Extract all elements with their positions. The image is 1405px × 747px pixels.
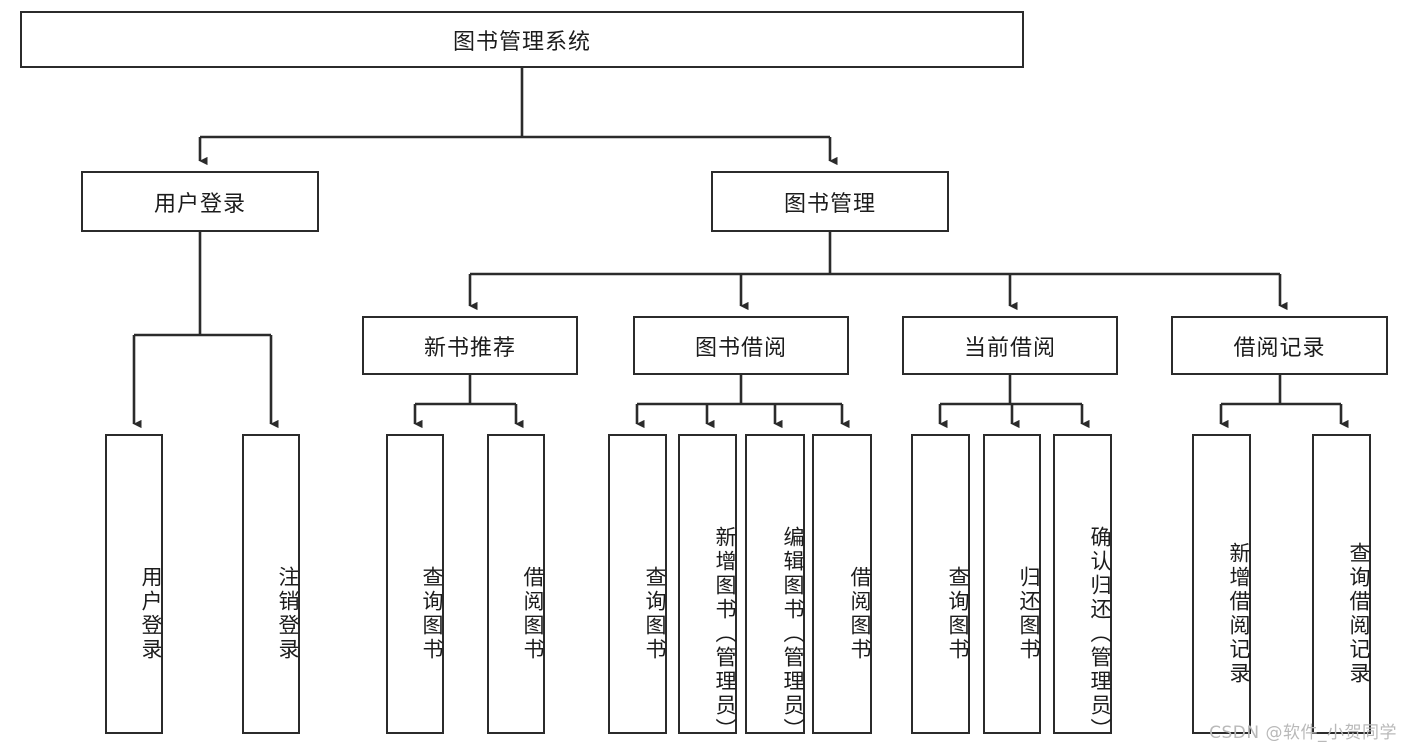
node-level2-book-management[interactable]: 图书管理 [711, 171, 949, 232]
node-leaf-query-books-current[interactable]: 查询图书 [911, 434, 970, 734]
node-leaf-borrow-books-newbook[interactable]: 借阅图书 [487, 434, 545, 734]
node-leaf-confirm-return-admin[interactable]: 确认归还（管理员） [1053, 434, 1112, 742]
node-leaf-add-borrow-record[interactable]: 新增借阅记录 [1192, 434, 1251, 734]
node-level3-book-borrow[interactable]: 图书借阅 [633, 316, 849, 375]
node-leaf-query-borrow-record[interactable]: 查询借阅记录 [1312, 434, 1371, 734]
watermark-credit: CSDN @软件_小贺同学 [1209, 723, 1397, 743]
node-leaf-edit-book-admin[interactable]: 编辑图书（管理员） [745, 434, 805, 742]
node-leaf-return-book[interactable]: 归还图书 [983, 434, 1041, 734]
node-leaf-logout[interactable]: 注销登录 [242, 434, 300, 734]
node-leaf-add-book-admin[interactable]: 新增图书（管理员） [678, 434, 737, 742]
node-level2-user-login[interactable]: 用户登录 [81, 171, 319, 232]
node-leaf-query-books-borrow[interactable]: 查询图书 [608, 434, 667, 734]
node-leaf-user-login[interactable]: 用户登录 [105, 434, 163, 734]
node-level3-new-book-recommend[interactable]: 新书推荐 [362, 316, 578, 375]
node-leaf-borrow-book[interactable]: 借阅图书 [812, 434, 872, 734]
node-root[interactable]: 图书管理系统 [20, 11, 1024, 68]
node-leaf-query-books-newbook[interactable]: 查询图书 [386, 434, 444, 734]
node-level3-current-borrow[interactable]: 当前借阅 [902, 316, 1118, 375]
node-level3-borrow-records[interactable]: 借阅记录 [1171, 316, 1388, 375]
